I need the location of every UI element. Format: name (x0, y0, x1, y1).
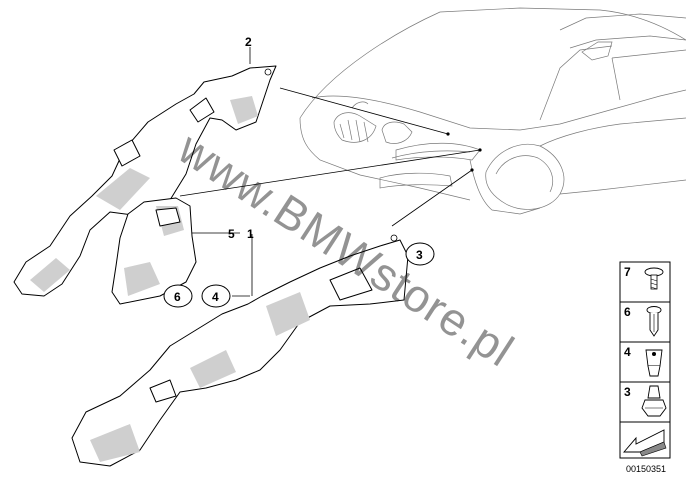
clip-nut-icon (645, 349, 663, 377)
legend-number-4: 4 (624, 345, 631, 359)
screw-icon (644, 267, 664, 290)
view-direction-arrow-icon (623, 429, 667, 457)
car-outline (299, 7, 686, 215)
legend-cell-7 (619, 261, 671, 303)
callout-4-badge: 4 (201, 284, 231, 308)
legend-cell-6 (619, 301, 671, 343)
legend-cell-4 (619, 341, 671, 383)
legend-number-3: 3 (624, 385, 631, 399)
callout-1: 1 (247, 227, 254, 241)
callouts: 2 5 1 3 6 4 (163, 35, 435, 308)
legend-number-7: 7 (624, 265, 631, 279)
callout-2: 2 (245, 35, 252, 49)
callout-5: 5 (228, 227, 235, 241)
leader-lines (171, 47, 482, 297)
expanding-rivet-icon (646, 306, 662, 337)
callout-6: 6 (174, 290, 181, 304)
part-1-lower-cover (71, 234, 409, 467)
callout-4: 4 (212, 290, 219, 304)
part-5-inner-liner (111, 197, 197, 305)
fastener-legend: 7 6 4 3 0 (619, 261, 671, 474)
callout-3-badge: 3 (405, 242, 435, 266)
part-2-upper-cover (13, 65, 277, 297)
legend-number-6: 6 (624, 305, 631, 319)
callout-3: 3 (416, 248, 423, 262)
callout-6-badge: 6 (163, 284, 193, 308)
diagram-code: 00150351 (626, 464, 666, 474)
hex-nut-icon (641, 385, 667, 417)
